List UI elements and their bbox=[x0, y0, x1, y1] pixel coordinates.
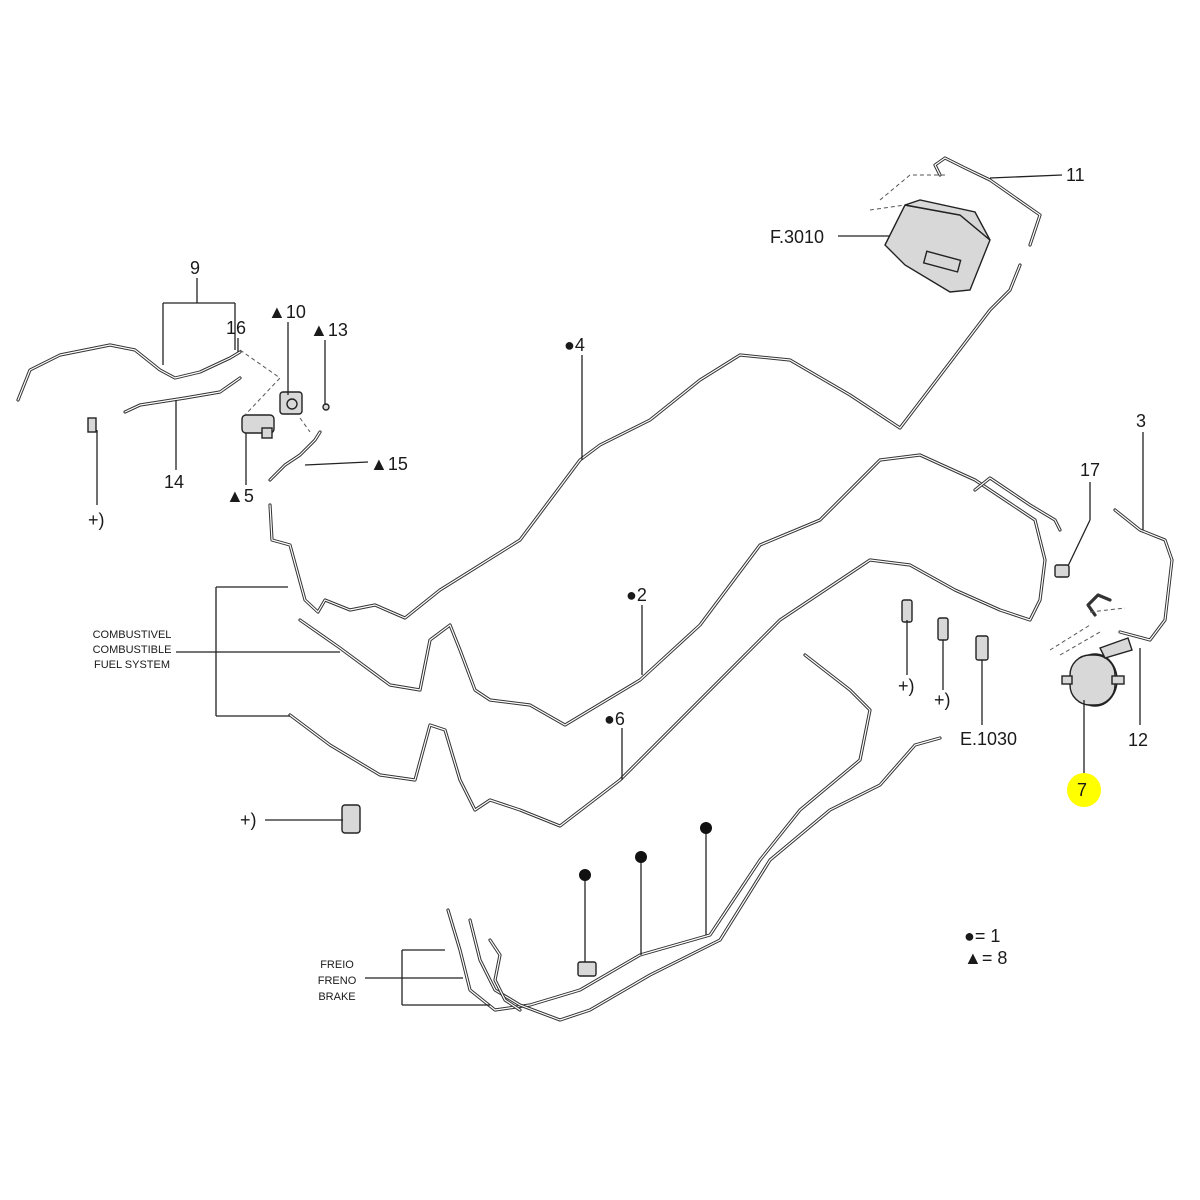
callout-4: ●4 bbox=[564, 335, 585, 355]
callout-plus-left: +) bbox=[88, 510, 105, 530]
brake-dot-3 bbox=[700, 822, 712, 834]
brake-system-label-2: FRENO bbox=[318, 975, 357, 987]
callout-13: ▲13 bbox=[310, 320, 348, 340]
legend-dot: ●= 1 bbox=[964, 926, 1000, 946]
callout-2: ●2 bbox=[626, 585, 647, 605]
callout-f3010: F.3010 bbox=[770, 227, 824, 247]
clip-brake bbox=[577, 961, 597, 977]
tube-2-fuel-line-middle bbox=[288, 453, 1047, 828]
valve-part-10 bbox=[279, 391, 303, 415]
tube-11-top-line bbox=[933, 156, 1042, 247]
connector-3-lower bbox=[1086, 593, 1112, 617]
callout-9: 9 bbox=[190, 258, 200, 278]
callout-plus-clip1: +) bbox=[898, 676, 915, 696]
brake-dot-1 bbox=[579, 869, 591, 881]
callout-12: 12 bbox=[1128, 730, 1148, 750]
callout-plus-lower: +) bbox=[240, 810, 257, 830]
clips-e1030 bbox=[901, 599, 989, 661]
callout-3: 3 bbox=[1136, 411, 1146, 431]
clip-17 bbox=[1054, 564, 1070, 578]
clip-lower-left bbox=[341, 804, 361, 834]
leader-lines bbox=[96, 174, 1144, 1006]
tube-4-fuel-line-upper bbox=[268, 263, 1022, 620]
tube-3-line bbox=[1113, 508, 1174, 642]
brake-system-label-3: BRAKE bbox=[318, 991, 355, 1003]
brake-system-label-1: FREIO bbox=[320, 959, 354, 971]
small-part-13 bbox=[322, 403, 330, 411]
callout-17: 17 bbox=[1080, 460, 1100, 480]
callout-16: 16 bbox=[226, 318, 246, 338]
tube-14-hose bbox=[123, 376, 242, 414]
tube-15-hose bbox=[268, 430, 322, 482]
fuel-system-label-3: FUEL SYSTEM bbox=[94, 659, 170, 671]
legend-triangle: ▲= 8 bbox=[964, 948, 1007, 968]
fuel-filter-7 bbox=[1061, 653, 1125, 707]
callout-15: ▲15 bbox=[370, 454, 408, 474]
callout-e1030: E.1030 bbox=[960, 729, 1017, 749]
canister-f3010 bbox=[884, 199, 991, 293]
small-bolt-left bbox=[87, 417, 97, 433]
fuel-system-label-2: COMBUSTIBLE bbox=[93, 644, 172, 656]
tube-upper-right-branch bbox=[973, 476, 1062, 532]
callout-7: 7 bbox=[1077, 780, 1087, 800]
callout-11: 11 bbox=[1066, 165, 1085, 185]
callout-14: 14 bbox=[164, 472, 184, 492]
bracket-12 bbox=[1099, 637, 1133, 659]
callout-10: ▲10 bbox=[268, 302, 306, 322]
callout-6: ●6 bbox=[604, 709, 625, 729]
valve-part-5 bbox=[241, 414, 275, 439]
callout-plus-clip2: +) bbox=[934, 690, 951, 710]
highlight-callout-7 bbox=[1067, 773, 1101, 807]
callout-5: ▲5 bbox=[226, 486, 254, 506]
brake-lines bbox=[446, 653, 942, 1022]
brake-dot-2 bbox=[635, 851, 647, 863]
fuel-system-label-1: COMBUSTIVEL bbox=[93, 629, 172, 641]
tube-9-hose-assembly bbox=[16, 343, 242, 402]
